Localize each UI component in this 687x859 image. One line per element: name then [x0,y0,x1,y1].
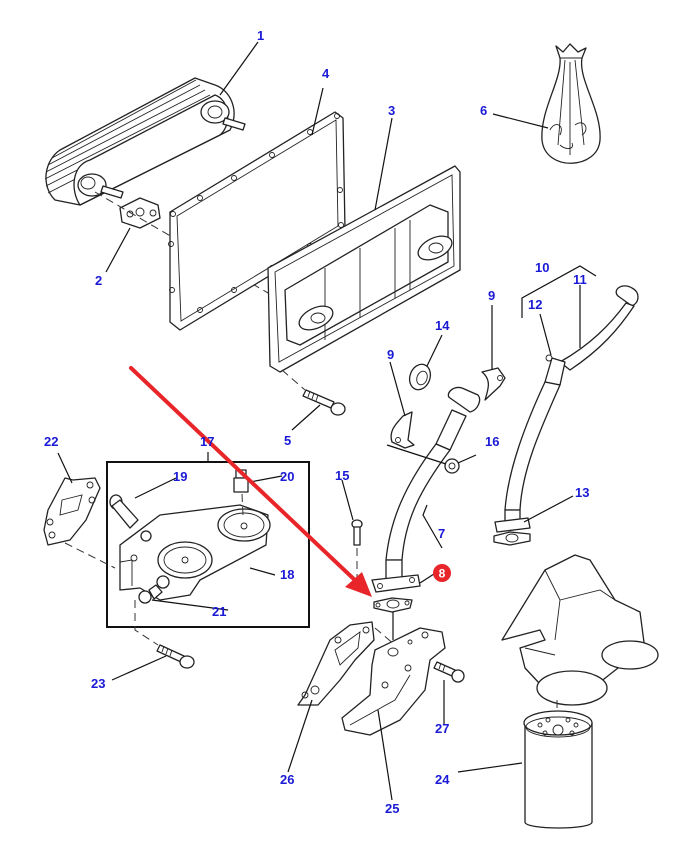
leader-line [386,444,447,465]
cooler-gasket-drawing[interactable] [119,197,161,229]
bracket-bolt-drawing[interactable] [433,661,465,683]
oil-pipe-drawing[interactable] [371,386,481,593]
cooler-cover-drawing[interactable] [267,165,461,373]
callout-22[interactable]: 22 [44,434,58,449]
adapter-fitting-drawing[interactable] [109,494,152,542]
grommet-drawing[interactable] [406,361,434,392]
callout-21[interactable]: 21 [212,604,226,619]
cover-bolt-drawing[interactable] [302,389,346,416]
highlight-badge[interactable]: 8 [433,564,451,582]
callout-9b[interactable]: 9 [488,288,495,303]
callout-15[interactable]: 15 [335,468,349,483]
highlight-arrow [129,366,372,597]
callout-13[interactable]: 13 [575,485,589,500]
callout-24[interactable]: 24 [435,772,450,787]
callout-10[interactable]: 10 [535,260,549,275]
leader-lines [57,41,597,801]
pipe-clip-drawing[interactable] [390,411,415,449]
callout-23[interactable]: 23 [91,676,105,691]
callout-14[interactable]: 14 [435,318,450,333]
pipe-flange-gasket-drawing[interactable] [373,597,413,613]
callout-3[interactable]: 3 [388,103,395,118]
callout-labels: 1 2 3 4 5 6 7 9 9 10 11 12 13 14 15 16 1… [44,28,589,816]
parts-bag-drawing[interactable] [541,43,601,164]
callout-18[interactable]: 18 [280,567,294,582]
pipe-clip-b-drawing[interactable] [481,367,506,401]
filter-head-gasket-drawing[interactable] [43,477,101,546]
callout-12[interactable]: 12 [528,297,542,312]
flange-bolt-drawing[interactable] [351,519,363,546]
assembly-line [241,493,244,516]
callout-1[interactable]: 1 [257,28,264,43]
return-pipe-gasket-drawing[interactable] [493,531,531,546]
callout-6[interactable]: 6 [480,103,487,118]
badge-label: 8 [439,567,446,581]
engine-mount-drawing [501,554,659,706]
callout-4[interactable]: 4 [322,66,330,81]
assembly-line [374,627,396,646]
filter-head-drawing[interactable] [119,504,271,601]
oil-filter-drawing[interactable] [523,710,593,829]
callout-5[interactable]: 5 [284,433,291,448]
badge-circle [433,564,451,582]
callout-25[interactable]: 25 [385,801,399,816]
callout-27[interactable]: 27 [435,721,449,736]
assembly-line [281,369,306,391]
callout-16[interactable]: 16 [485,434,499,449]
nut-drawing[interactable] [444,458,460,474]
callout-2[interactable]: 2 [95,273,102,288]
callout-19[interactable]: 19 [173,469,187,484]
bracket-gasket-drawing[interactable] [297,621,375,706]
filter-bracket-drawing[interactable] [341,627,446,736]
callout-9a[interactable]: 9 [387,347,394,362]
callout-7[interactable]: 7 [438,526,445,541]
callout-26[interactable]: 26 [280,772,294,787]
assembly-line [134,600,159,646]
drain-plug-drawing[interactable] [138,575,170,604]
callout-11[interactable]: 11 [573,272,587,287]
oil-cooler-drawing[interactable] [44,77,246,206]
callout-20[interactable]: 20 [280,469,294,484]
assembly-line [64,542,116,569]
return-pipe-drawing[interactable] [494,285,639,533]
filter-head-bolt-drawing[interactable] [156,644,195,669]
callout-17[interactable]: 17 [200,434,214,449]
